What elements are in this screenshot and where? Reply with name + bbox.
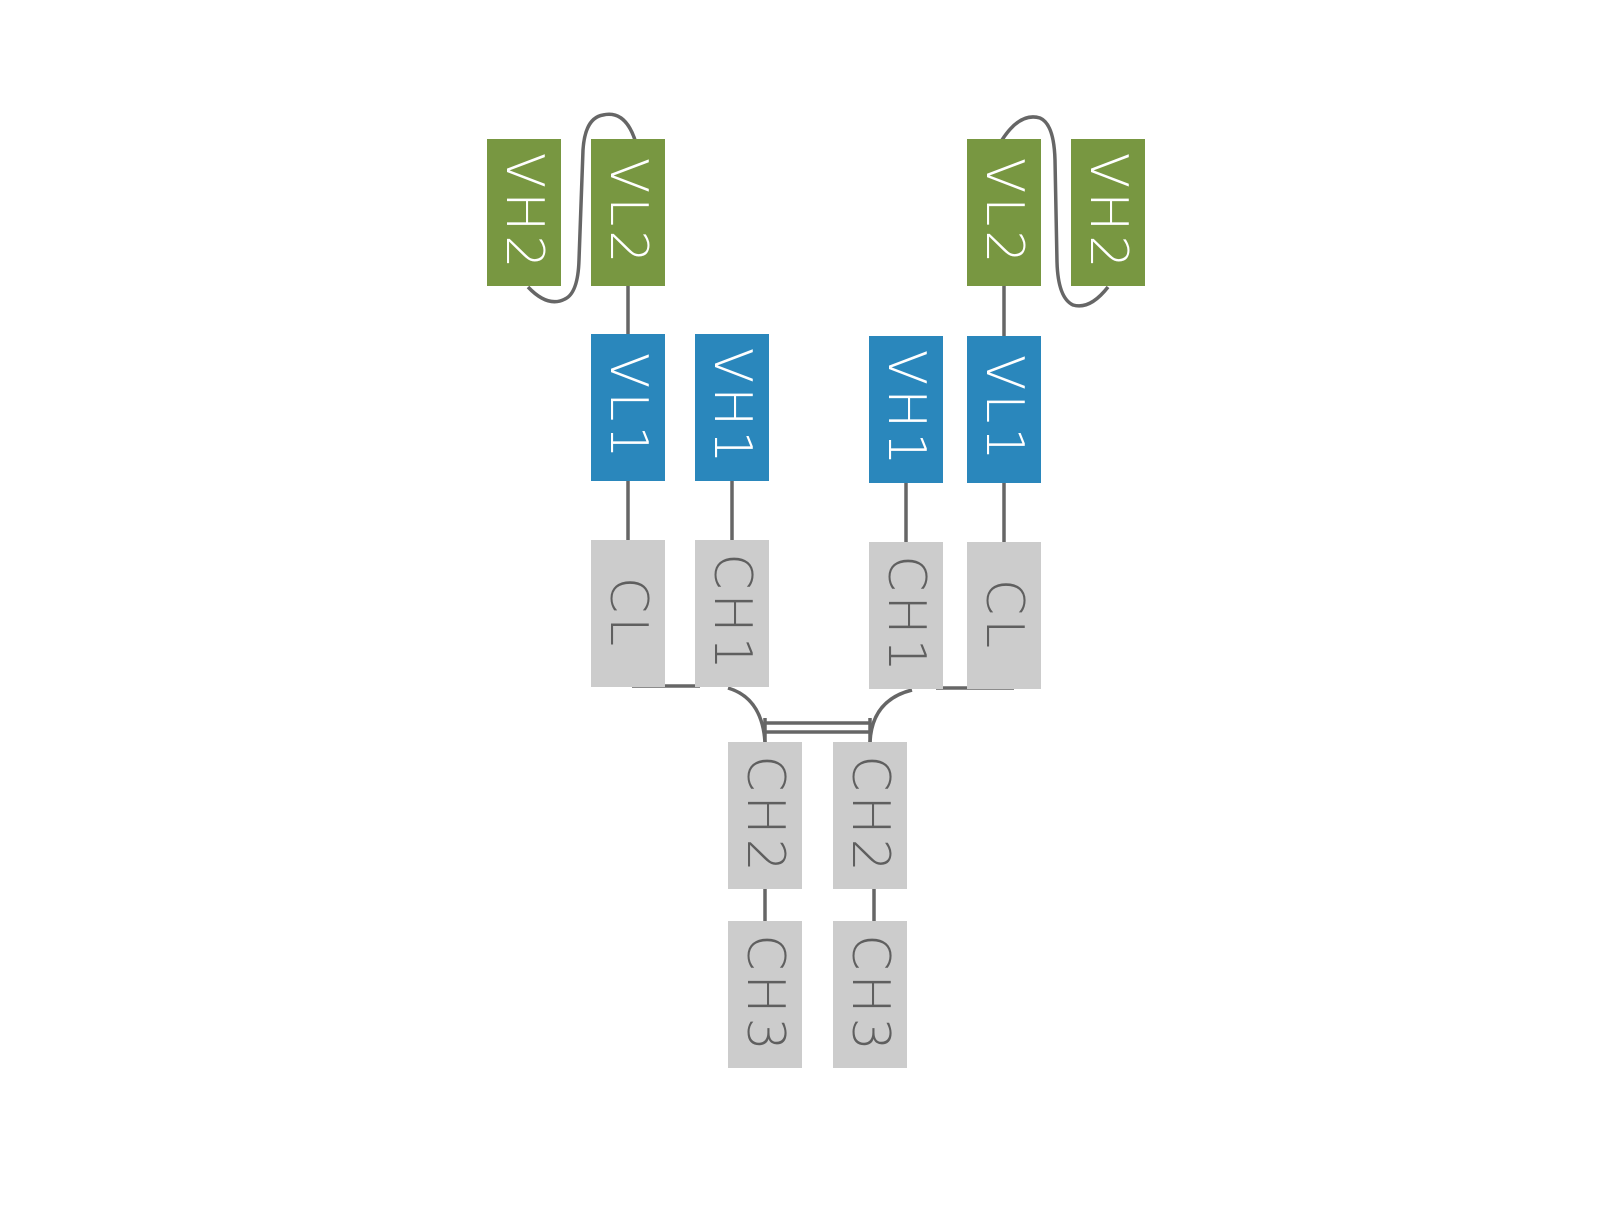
domain-label: VL2 [974,158,1034,268]
domain-label: VL2 [598,158,658,268]
domain-right-vl1: VL1 [967,336,1041,483]
hinge-left-curve [727,686,767,743]
domain-boxes: VH2 VL2 VL1 VH1 CL CH1 VL2 [487,139,1145,1068]
domain-label: CH3 [735,934,795,1055]
domain-label: CL [974,579,1034,652]
domain-ch2-a: CH2 [728,742,802,889]
domain-right-vh2: VH2 [1071,139,1145,286]
domain-label: CH2 [840,755,900,876]
domain-label: VH1 [702,348,762,468]
domain-label: VH2 [1078,153,1138,273]
domain-right-ch1: CH1 [869,542,943,689]
domain-label: VH1 [876,350,936,470]
domain-left-vh2: VH2 [487,139,561,286]
left-linker-loop [526,112,637,304]
domain-left-cl: CL [591,540,665,687]
right-linker-loop [1000,115,1110,308]
domain-label: VH2 [494,153,554,273]
domain-label: CH1 [876,555,936,676]
domain-ch3-b: CH3 [833,921,907,1068]
connector-lines [526,112,1110,922]
domain-label: VL1 [974,355,1034,465]
hinge-right-curve [868,688,913,743]
domain-left-ch1: CH1 [695,540,769,687]
domain-ch2-b: CH2 [833,742,907,889]
domain-label: CH1 [702,553,762,674]
domain-label: CH2 [735,755,795,876]
domain-left-vl1: VL1 [591,334,665,481]
domain-ch3-a: CH3 [728,921,802,1068]
domain-label: CH3 [840,934,900,1055]
domain-left-vl2: VL2 [591,139,665,286]
domain-left-vh1: VH1 [695,334,769,481]
domain-right-vh1: VH1 [869,336,943,483]
domain-label: CL [598,577,658,650]
domain-right-vl2: VL2 [967,139,1041,286]
domain-label: VL1 [598,353,658,463]
domain-right-cl: CL [967,542,1041,689]
